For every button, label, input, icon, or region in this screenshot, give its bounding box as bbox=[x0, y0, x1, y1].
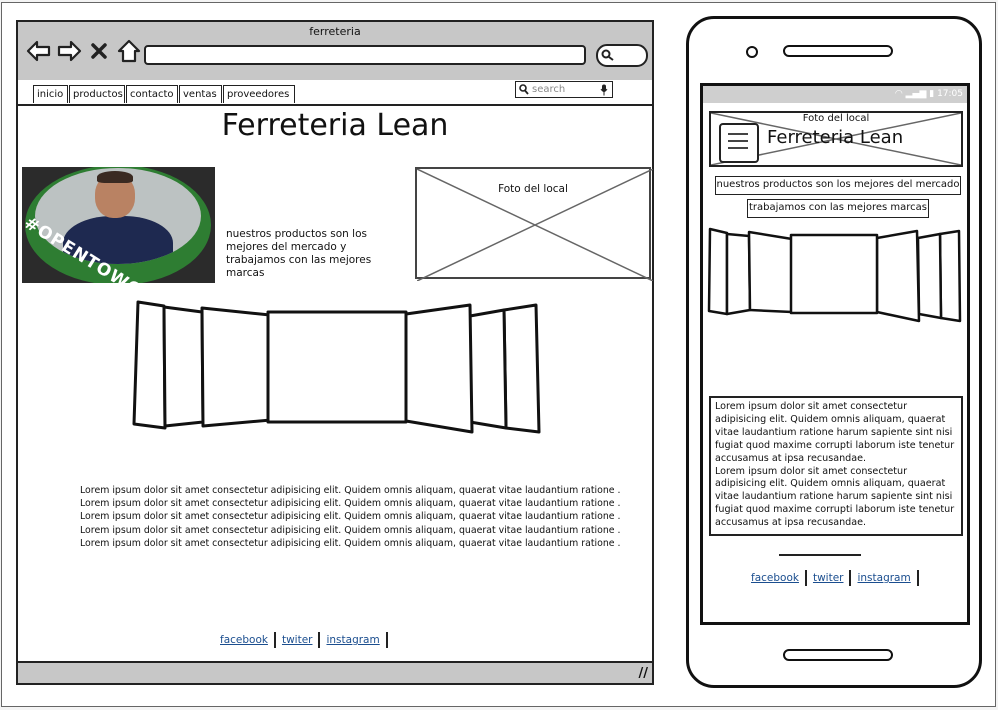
page-title: Ferreteria Lean bbox=[221, 108, 449, 143]
tab-label: inicio bbox=[37, 89, 64, 100]
tab-inicio[interactable]: inicio bbox=[33, 85, 68, 103]
nav-tab-bar: inicio productos contacto ventas proveed… bbox=[18, 80, 652, 106]
url-bar[interactable] bbox=[144, 45, 586, 65]
lorem-paragraph: Lorem ipsum dolor sit amet consectetur a… bbox=[715, 401, 955, 464]
menu-line bbox=[728, 147, 748, 149]
carousel-slide-center bbox=[789, 233, 879, 315]
carousel-slide-right-1 bbox=[875, 229, 921, 323]
carousel-slide-left-3 bbox=[132, 300, 167, 430]
facebook-link[interactable]: facebook bbox=[751, 572, 799, 584]
image-placeholder-cross bbox=[417, 169, 653, 281]
close-icon[interactable] bbox=[86, 38, 112, 64]
tab-ventas[interactable]: ventas bbox=[179, 85, 222, 103]
browser-status-bar: // bbox=[18, 661, 652, 683]
navigation-buttons bbox=[26, 38, 142, 64]
status-bar: ◠ ▂▄▆ ▮ 17:05 bbox=[703, 86, 967, 103]
photo-hair bbox=[97, 171, 133, 183]
tab-label: contacto bbox=[130, 89, 174, 100]
twitter-link[interactable]: twiter bbox=[812, 572, 844, 584]
carousel-slide-left-2 bbox=[725, 232, 752, 316]
mobile-header: Foto del local Ferreteria Lean bbox=[709, 111, 963, 167]
hamburger-menu-icon[interactable] bbox=[719, 123, 759, 163]
menu-line bbox=[728, 140, 748, 142]
description-text: nuestros productos son los mejores del m… bbox=[226, 228, 372, 279]
instagram-link[interactable]: instagram bbox=[857, 572, 911, 584]
carousel-slide-left-3 bbox=[707, 227, 729, 316]
menu-line bbox=[728, 133, 748, 135]
search-icon bbox=[519, 84, 529, 95]
lorem-line: Lorem ipsum dolor sit amet consectetur a… bbox=[80, 511, 621, 523]
microphone-icon[interactable] bbox=[600, 84, 608, 96]
tab-label: ventas bbox=[183, 89, 217, 100]
divider-line bbox=[779, 554, 861, 556]
search-input[interactable]: search bbox=[515, 81, 613, 98]
browser-search-button[interactable] bbox=[596, 44, 648, 67]
link-divider bbox=[916, 570, 919, 586]
lorem-line: Lorem ipsum dolor sit amet consectetur a… bbox=[80, 537, 621, 549]
link-divider bbox=[849, 570, 852, 586]
store-photo-placeholder: Foto del local bbox=[415, 167, 653, 281]
tab-productos[interactable]: productos bbox=[69, 85, 125, 103]
back-arrow-icon[interactable] bbox=[26, 38, 52, 64]
desktop-browser-window: ferreteria inicio productos contacto ven… bbox=[16, 20, 654, 685]
carousel-slide-left-2 bbox=[162, 305, 205, 428]
lorem-paragraph: Lorem ipsum dolor sit amet consectetur a… bbox=[715, 465, 955, 529]
mobile-page-title: Ferreteria Lean bbox=[767, 127, 904, 148]
carousel-slide-right-3 bbox=[938, 229, 962, 323]
tagline-brands: trabajamos con las mejores marcas bbox=[747, 199, 929, 218]
facebook-link[interactable]: facebook bbox=[220, 634, 268, 646]
forward-arrow-icon[interactable] bbox=[56, 38, 82, 64]
carousel-slide-right-2 bbox=[916, 232, 943, 320]
store-photo-label: Foto del local bbox=[498, 183, 568, 195]
browser-toolbar: ferreteria bbox=[18, 22, 652, 81]
lorem-line: Lorem ipsum dolor sit amet consectetur a… bbox=[80, 524, 621, 536]
resize-grip-icon[interactable]: // bbox=[638, 666, 649, 681]
tagline-products: nuestros productos son los mejores del m… bbox=[715, 176, 961, 195]
earpiece-speaker bbox=[783, 45, 893, 57]
mobile-social-links: facebook twiter instagram bbox=[751, 570, 925, 586]
search-icon bbox=[601, 49, 614, 61]
twitter-link[interactable]: twiter bbox=[281, 634, 313, 646]
tab-label: proveedores bbox=[227, 89, 290, 100]
link-divider bbox=[804, 570, 807, 586]
window-title: ferreteria bbox=[309, 25, 361, 38]
tab-contacto[interactable]: contacto bbox=[126, 85, 178, 103]
cover-flow-carousel[interactable] bbox=[132, 298, 542, 438]
profile-photo: #OPENTOWORK bbox=[22, 167, 215, 283]
front-camera bbox=[746, 46, 758, 58]
home-icon[interactable] bbox=[116, 38, 142, 64]
photo-shirt bbox=[63, 216, 173, 264]
tab-proveedores[interactable]: proveedores bbox=[223, 85, 295, 103]
mobile-phone-frame: ◠ ▂▄▆ ▮ 17:05 Foto del local Ferreteria … bbox=[686, 16, 982, 688]
carousel-slide-right-2 bbox=[468, 308, 508, 430]
carousel-slide-right-3 bbox=[502, 303, 541, 434]
instagram-link[interactable]: instagram bbox=[326, 634, 380, 646]
carousel-slide-left-1 bbox=[200, 306, 273, 428]
header-photo-label: Foto del local bbox=[802, 113, 870, 124]
link-divider bbox=[273, 632, 276, 648]
lorem-line: Lorem ipsum dolor sit amet consectetur a… bbox=[80, 485, 621, 496]
link-divider bbox=[385, 632, 388, 648]
tab-label: productos bbox=[73, 89, 123, 100]
link-divider bbox=[318, 632, 321, 648]
carousel-slide-center bbox=[266, 310, 408, 424]
carousel-slide-right-1 bbox=[404, 303, 474, 434]
mobile-cover-flow-carousel[interactable] bbox=[707, 226, 967, 324]
mobile-screen: ◠ ▂▄▆ ▮ 17:05 Foto del local Ferreteria … bbox=[700, 83, 970, 625]
open-to-work-frame: #OPENTOWORK bbox=[25, 167, 211, 283]
photo-background bbox=[35, 168, 201, 264]
home-button[interactable] bbox=[783, 649, 893, 661]
status-time: 17:05 bbox=[937, 89, 963, 99]
mobile-lorem-box: Lorem ipsum dolor sit amet consectetur a… bbox=[709, 396, 963, 536]
carousel-slide-left-1 bbox=[747, 230, 794, 314]
search-placeholder: search bbox=[532, 84, 566, 95]
lorem-line: Lorem ipsum dolor sit amet consectetur a… bbox=[80, 498, 621, 510]
lorem-paragraph: Lorem ipsum dolor sit amet consectetur a… bbox=[80, 484, 640, 550]
wifi-signal-battery-icons: ◠ ▂▄▆ ▮ bbox=[894, 89, 938, 99]
social-links: facebook twiter instagram bbox=[220, 632, 394, 648]
